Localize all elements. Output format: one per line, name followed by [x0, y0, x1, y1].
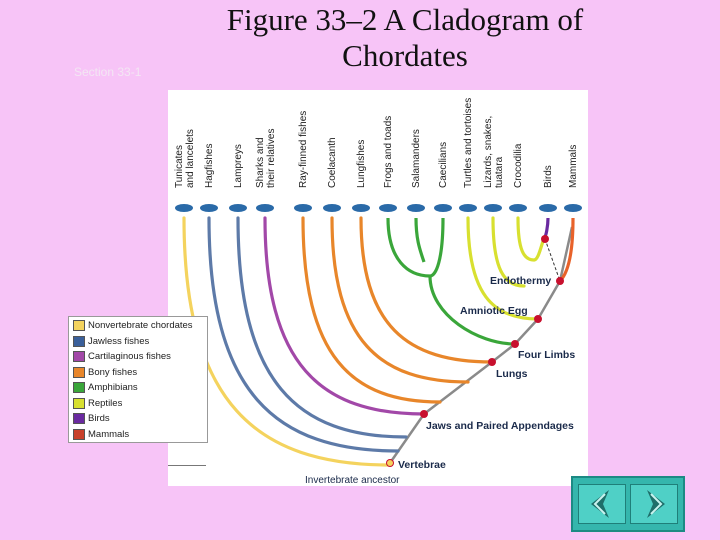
animal-silhouette-icon	[539, 204, 557, 212]
navigation-panel	[571, 476, 685, 532]
animal-silhouette-icon	[379, 204, 397, 212]
legend-item: Nonvertebrate chordates	[73, 320, 193, 334]
legend-swatch	[73, 382, 85, 393]
animal-silhouette-icon	[509, 204, 527, 212]
taxon-label: Crocodilia	[513, 143, 524, 188]
trait-node	[420, 410, 428, 418]
divider-line	[168, 465, 206, 466]
taxon-label: Coelacanth	[327, 137, 338, 188]
legend-item: Bony fishes	[73, 366, 138, 381]
trait-label: Four Limbs	[518, 349, 575, 361]
branch-lizards	[491, 216, 526, 288]
branch-birds	[542, 217, 550, 240]
legend-label: Cartilaginous fishes	[88, 351, 171, 363]
animal-silhouette-icon	[175, 204, 193, 212]
legend-label: Amphibians	[88, 382, 138, 394]
branch-caecilians	[429, 217, 445, 278]
animal-silhouette-icon	[294, 204, 312, 212]
branch-tunicates	[182, 216, 392, 467]
animal-silhouette-icon	[256, 204, 274, 212]
legend-swatch	[73, 351, 85, 362]
taxon-label: Hagfishes	[204, 144, 215, 188]
animal-silhouette-icon	[564, 204, 582, 212]
taxon-label: Salamanders	[411, 129, 422, 188]
animal-silhouette-icon	[200, 204, 218, 212]
right-arrow-icon	[647, 490, 665, 518]
legend-item: Mammals	[73, 428, 130, 443]
legend-swatch	[73, 320, 85, 331]
animal-silhouette-icon	[323, 204, 341, 212]
legend-swatch	[73, 397, 85, 409]
legend-label: Nonvertebrate chordates	[88, 320, 193, 332]
branch-turtles	[466, 216, 540, 321]
trait-node	[488, 358, 496, 366]
root-node	[387, 460, 393, 466]
taxon-label: Ray-finned fishes	[298, 111, 309, 188]
legend-item: Reptiles	[73, 397, 123, 412]
branch-lungfishes	[359, 216, 494, 364]
legend-swatch	[73, 413, 85, 424]
branch-frogs	[386, 217, 431, 278]
taxon-label: Turtles and tortoises	[463, 98, 474, 188]
cladogram-figure: Tunicatesand lancelets Hagfishes Lampreys S…	[168, 90, 588, 486]
branch-hagfishes	[207, 216, 400, 453]
branch-salamanders	[414, 217, 426, 263]
legend-swatch	[73, 366, 85, 378]
legend-swatch	[73, 335, 85, 347]
branch-lampreys	[236, 216, 408, 439]
trait-node	[534, 315, 542, 323]
trait-label: Vertebrae	[398, 459, 446, 471]
branch-crocodilia	[516, 216, 536, 262]
taxon-label: Sharks andtheir relatives	[255, 129, 277, 188]
trait-node	[556, 277, 564, 285]
taxon-label: Frogs and toads	[383, 116, 394, 188]
taxon-label: Mammals	[568, 145, 579, 188]
branch-ray-finned	[301, 216, 442, 404]
taxon-label: Tunicatesand lancelets	[174, 129, 196, 188]
prev-button[interactable]	[578, 484, 626, 524]
legend-swatch	[73, 428, 85, 440]
root-label: Invertebrate ancestor	[305, 475, 400, 486]
legend-label: Bony fishes	[88, 366, 138, 378]
legend-label: Jawless fishes	[88, 335, 150, 347]
section-label: Section 33-1	[74, 65, 142, 79]
branch-coelacanth	[330, 216, 470, 384]
animal-silhouette-icon	[459, 204, 477, 212]
trait-label: Amniotic Egg	[460, 305, 528, 317]
legend-label: Mammals	[88, 428, 130, 440]
legend-item: Jawless fishes	[73, 335, 150, 350]
legend-label: Reptiles	[88, 397, 123, 409]
animal-silhouette-icon	[407, 204, 425, 212]
animal-silhouette-icon	[484, 204, 502, 212]
trait-label: Jaws and Paired Appendages	[426, 420, 574, 432]
left-arrow-icon	[591, 490, 609, 518]
legend-label: Birds	[88, 413, 110, 425]
trait-label: Endothermy	[490, 275, 551, 287]
taxon-label: Lampreys	[233, 144, 244, 188]
trait-node	[541, 235, 549, 243]
endothermy-link	[544, 238, 561, 282]
legend-item: Amphibians	[73, 382, 138, 396]
animal-silhouette-icon	[229, 204, 247, 212]
cladogram-svg: Tunicatesand lancelets Hagfishes Lampreys S…	[174, 98, 582, 486]
trait-label: Lungs	[496, 368, 528, 380]
slide-title: Figure 33–2 A Cladogram of Chordates	[226, 2, 584, 73]
next-button[interactable]	[630, 484, 678, 524]
taxon-label: Caecilians	[438, 142, 449, 188]
animal-silhouette-icon	[352, 204, 370, 212]
taxon-label: Birds	[543, 165, 554, 188]
trait-node	[511, 340, 519, 348]
legend-item: Cartilaginous fishes	[73, 351, 171, 365]
taxon-label: Lizards, snakes,tuatara	[483, 116, 505, 188]
legend-item: Birds	[73, 413, 110, 427]
animal-silhouette-icon	[434, 204, 452, 212]
branch-amphibian-stem	[428, 275, 516, 346]
branch-sharks	[263, 216, 426, 416]
taxon-label: Lungfishes	[356, 140, 367, 188]
